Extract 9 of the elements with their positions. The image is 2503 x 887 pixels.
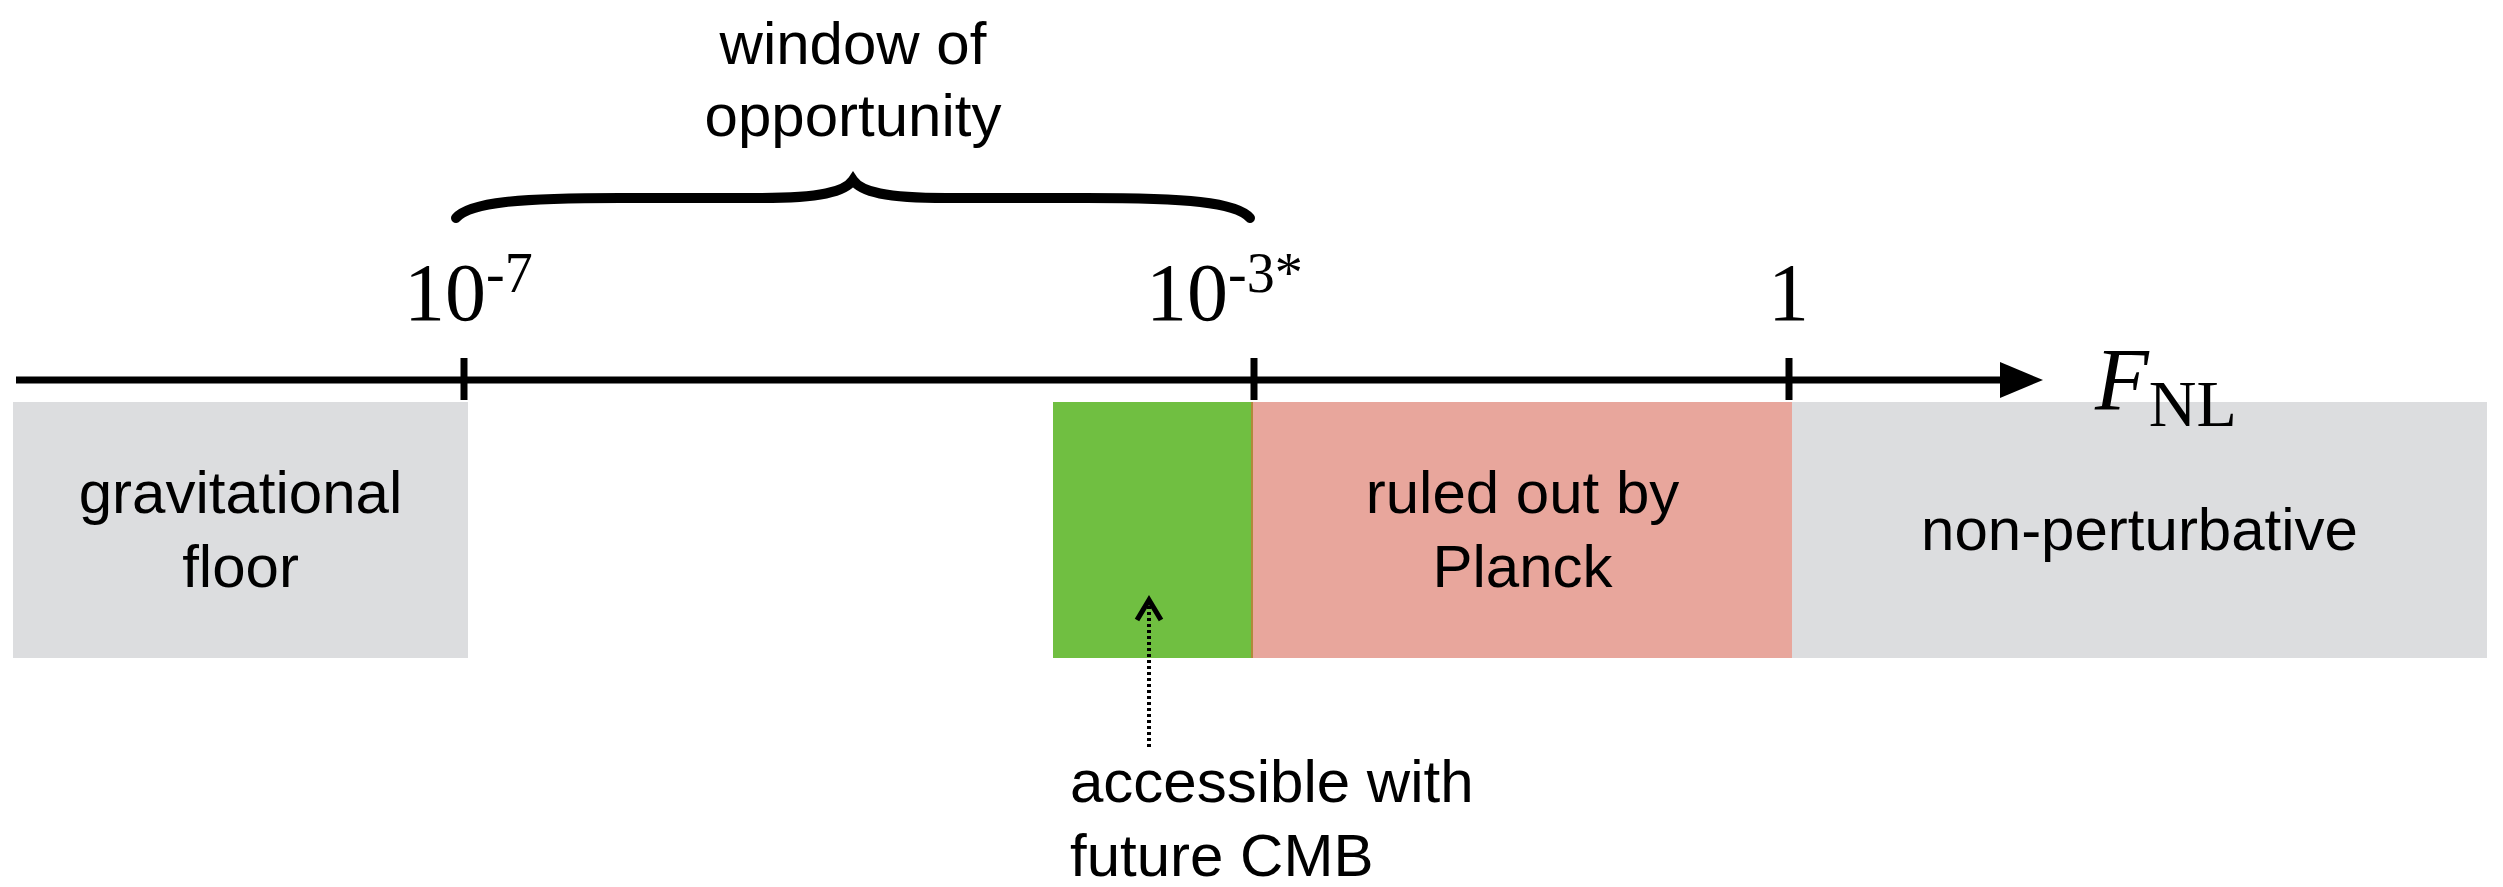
tick-label: 10$^{-7}$ — [404, 248, 534, 338]
arrow — [1134, 597, 1164, 747]
region-band — [1053, 402, 1251, 658]
region-band: gravitational floor — [13, 402, 468, 658]
brace-label: window of opportunity — [703, 9, 1003, 151]
region-band: ruled out by Planck — [1251, 402, 1792, 658]
annotation-text: accessible with future CMB — [1070, 745, 1590, 885]
tick-label: 1 — [1768, 248, 1810, 338]
tick-label: 10$^{-3*}$ — [1146, 248, 1304, 338]
